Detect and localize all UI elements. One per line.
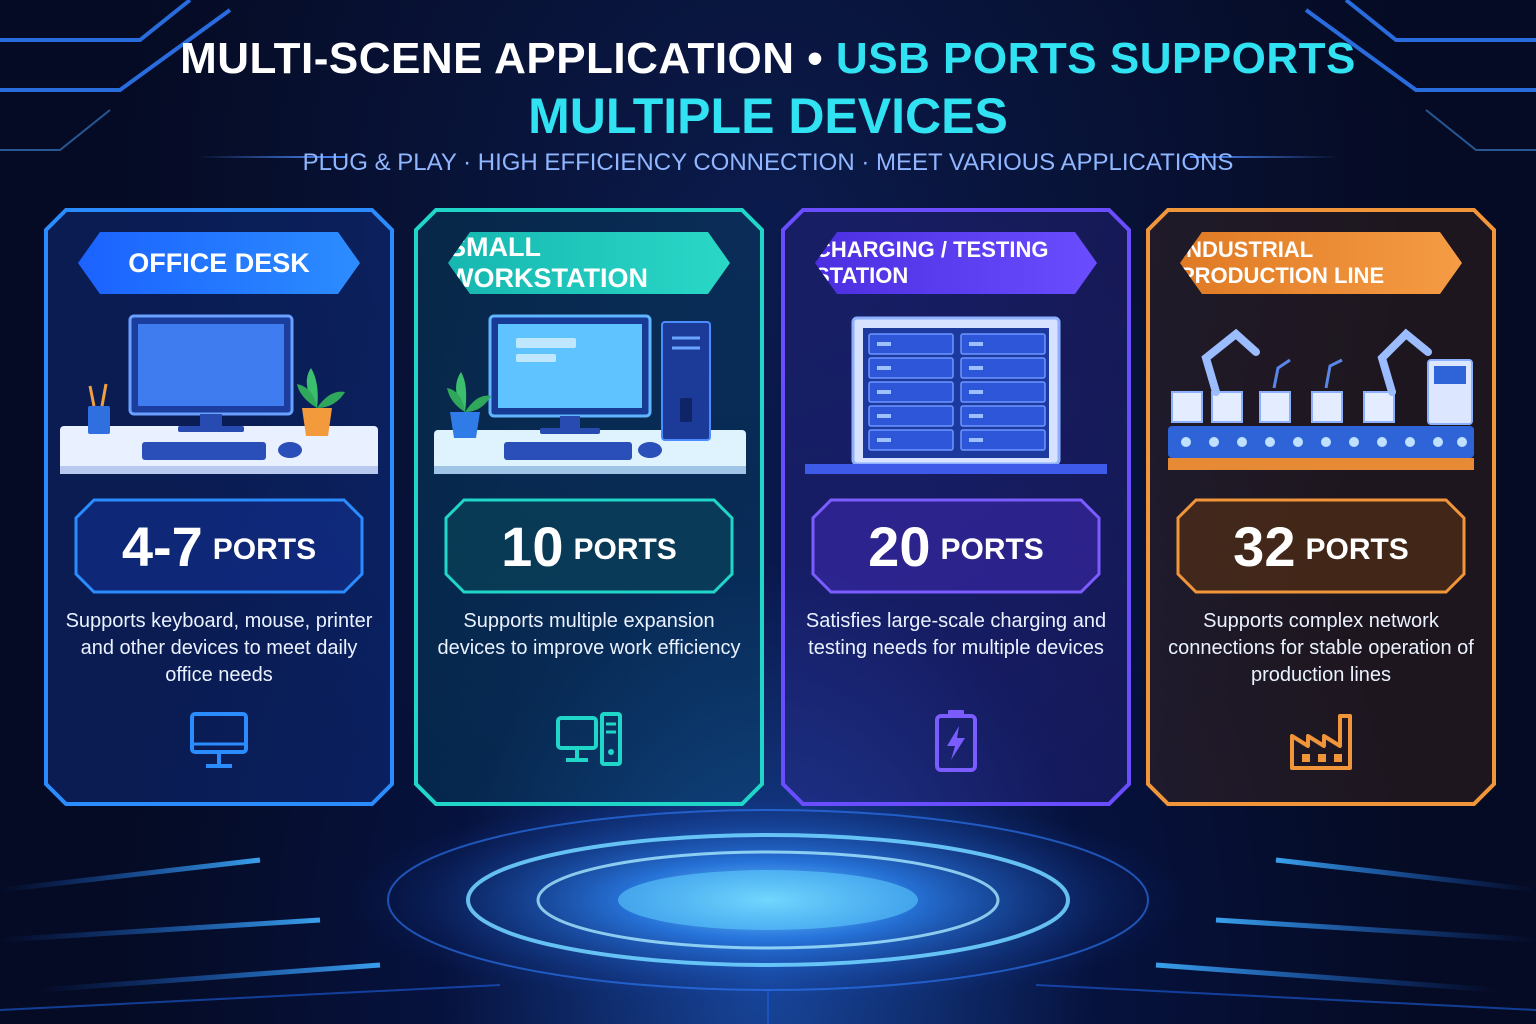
page-title: MULTI-SCENE APPLICATION • USB PORTS SUPP… <box>0 34 1536 84</box>
drawer-slot <box>877 438 891 442</box>
card-title-badge: SMALL WORKSTATION <box>448 232 730 294</box>
card-small-workstation: SMALL WORKSTATION 10 <box>414 208 764 806</box>
ports-count-box: 32 PORTS <box>1176 498 1466 594</box>
cabinet-drawer <box>868 357 954 379</box>
title-part2: USB PORTS SUPPORTS <box>835 34 1356 83</box>
ports-number: 32 <box>1233 514 1296 578</box>
ports-unit: PORTS <box>940 533 1044 566</box>
card-description: Satisfies large-scale charging and testi… <box>805 610 1107 659</box>
cabinet-drawer <box>960 405 1046 427</box>
drawer-slot <box>969 438 983 442</box>
card-description: Supports multiple expansion devices to i… <box>437 610 741 659</box>
computer-tower-icon <box>556 712 622 766</box>
card-charging-testing-station: CHARGING / TESTING STATION 20 PORTS Sati… <box>781 208 1131 806</box>
drawer-slot <box>969 366 983 370</box>
ports-unit: PORTS <box>573 533 677 566</box>
card-title-badge: INDUSTRIAL PRODUCTION LINE <box>1180 232 1462 294</box>
cabinet-drawer <box>868 405 954 427</box>
drawer-slot <box>877 414 891 418</box>
subtitle-left-arrow-line <box>196 156 346 158</box>
page-title-line2: MULTIPLE DEVICES <box>528 88 1008 144</box>
title-separator: • <box>807 34 824 83</box>
drawer-slot <box>877 390 891 394</box>
card-title-badge: CHARGING / TESTING STATION <box>815 232 1097 294</box>
cabinet-drawer <box>960 357 1046 379</box>
cabinet-drawer <box>960 429 1046 451</box>
battery-charging-icon <box>935 710 977 772</box>
drawer-slot <box>969 342 983 346</box>
office-desk-illustration <box>60 314 378 474</box>
title-part1: MULTI-SCENE APPLICATION <box>180 34 795 83</box>
card-description: Supports keyboard, mouse, printer and ot… <box>65 610 373 686</box>
ports-number: 4-7 <box>121 514 203 578</box>
cabinet-drawer <box>960 333 1046 355</box>
ports-unit: PORTS <box>212 533 317 566</box>
ports-count-box: 4-7 PORTS <box>74 498 364 594</box>
workstation-illustration <box>434 314 746 474</box>
charging-station-illustration <box>805 316 1107 474</box>
ports-count-box: 20 PORTS <box>811 498 1101 594</box>
card-description: Supports complex network connections for… <box>1168 610 1474 686</box>
drawer-slot <box>969 414 983 418</box>
production-line-illustration <box>1168 328 1474 470</box>
drawer-slot <box>877 342 891 346</box>
factory-icon <box>1290 714 1352 770</box>
cabinet-drawer <box>868 429 954 451</box>
page-subtitle: PLUG & PLAY · HIGH EFFICIENCY CONNECTION… <box>302 149 1234 176</box>
card-office-desk: OFFICE DESK 4-7 PORTS <box>44 208 394 806</box>
ports-unit: PORTS <box>1305 533 1409 566</box>
cabinet-drawer <box>868 381 954 403</box>
ports-number: 20 <box>868 514 931 578</box>
card-industrial-production-line: INDUSTRIAL PRODUCTION LINE <box>1146 208 1496 806</box>
cabinet-drawer <box>960 381 1046 403</box>
cabinet-drawer <box>868 333 954 355</box>
drawer-slot <box>877 366 891 370</box>
drawer-slot <box>969 390 983 394</box>
ports-number: 10 <box>501 514 564 578</box>
card-title-badge: OFFICE DESK <box>78 232 360 294</box>
ports-count-box: 10 PORTS <box>444 498 734 594</box>
monitor-icon <box>190 712 248 768</box>
